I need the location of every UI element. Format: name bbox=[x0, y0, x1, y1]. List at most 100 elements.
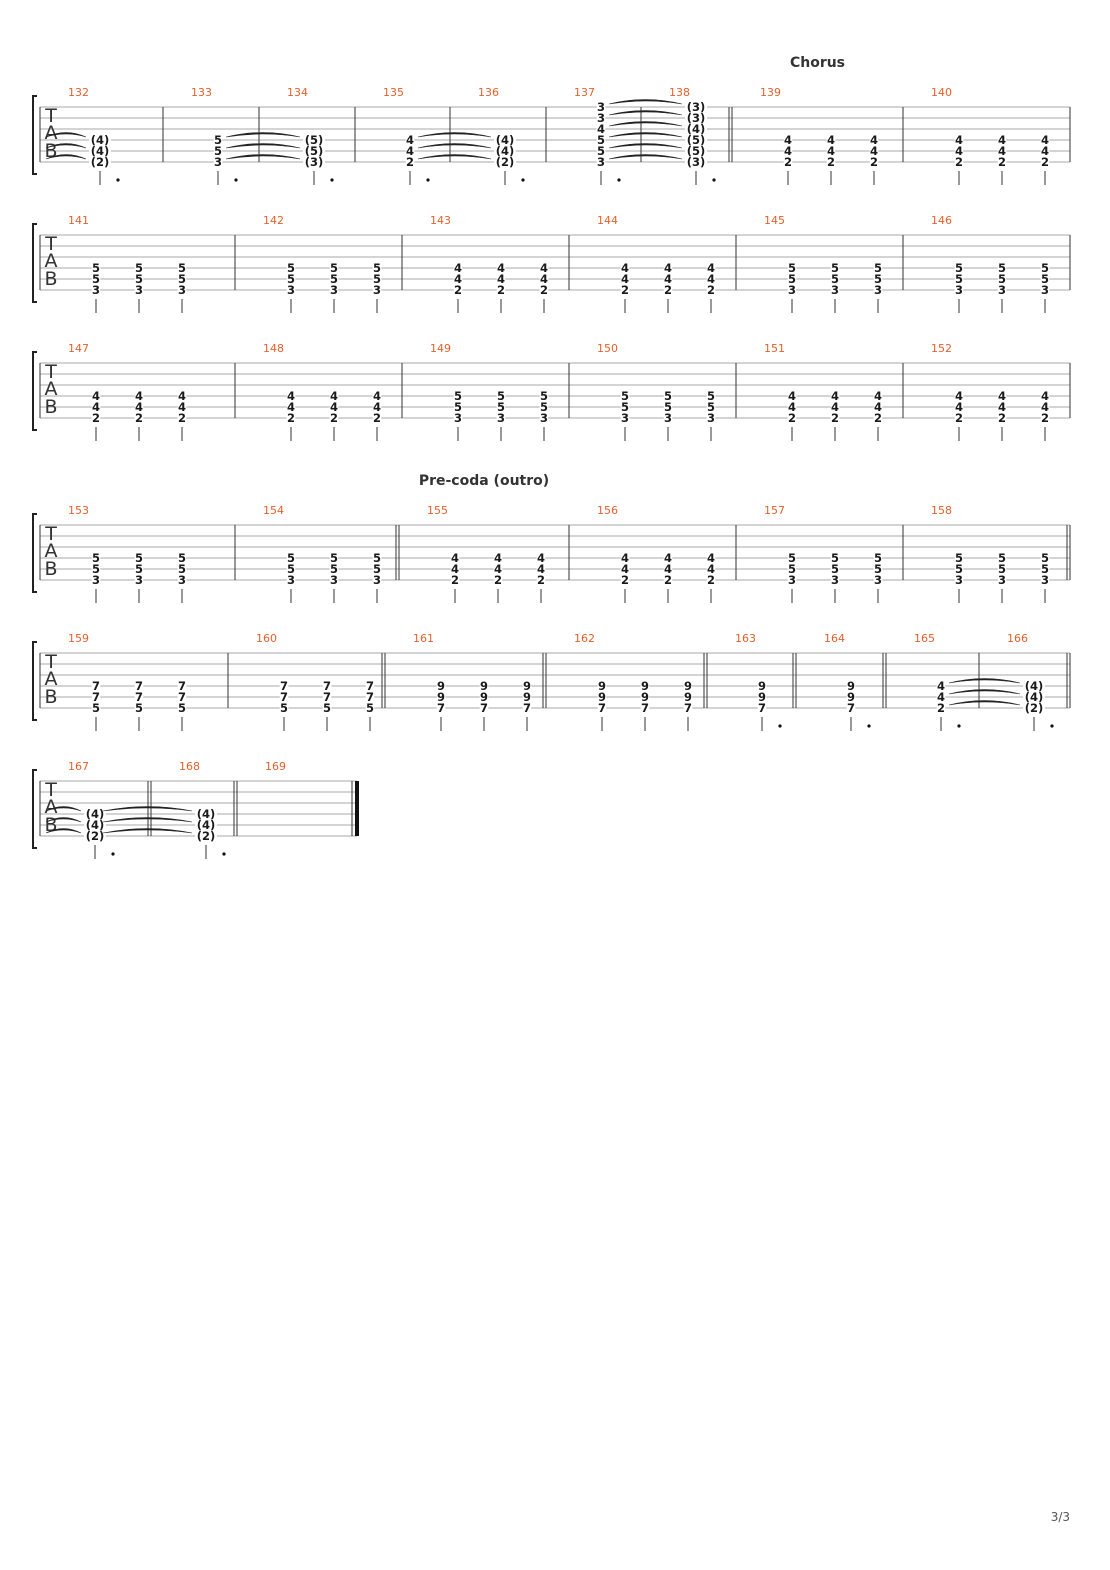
fret-number: 3 bbox=[1041, 283, 1049, 297]
fret-mask bbox=[405, 146, 415, 156]
fret-mask bbox=[826, 135, 836, 145]
fret-number: 4 bbox=[621, 272, 629, 286]
fret-mask bbox=[286, 285, 296, 295]
fret-number: 4 bbox=[451, 562, 459, 576]
fret-number: 4 bbox=[135, 389, 143, 403]
fret-number: 4 bbox=[784, 144, 792, 158]
tab-clef-b: B bbox=[44, 686, 57, 708]
fret-number: 5 bbox=[92, 551, 100, 565]
fret-number: 3 bbox=[597, 100, 605, 114]
fret-number: 3 bbox=[92, 283, 100, 297]
rhythm-dot bbox=[957, 724, 961, 728]
fret-number: 9 bbox=[480, 679, 488, 693]
fret-number: 5 bbox=[874, 551, 882, 565]
fret-mask bbox=[134, 413, 144, 423]
fret-mask bbox=[663, 553, 673, 563]
fret-mask bbox=[91, 285, 101, 295]
fret-mask bbox=[329, 285, 339, 295]
tie-arc bbox=[608, 132, 683, 138]
fret-number: 4 bbox=[874, 389, 882, 403]
rhythm-dot bbox=[234, 178, 238, 182]
fret-mask bbox=[372, 285, 382, 295]
fret-mask bbox=[596, 124, 606, 134]
fret-mask bbox=[936, 681, 946, 691]
fret-mask bbox=[620, 413, 630, 423]
fret-number: 4 bbox=[831, 389, 839, 403]
fret-number: 5 bbox=[1041, 562, 1049, 576]
fret-number: 3 bbox=[92, 573, 100, 587]
fret-mask bbox=[873, 391, 883, 401]
fret-mask bbox=[869, 146, 879, 156]
fret-number: 5 bbox=[330, 272, 338, 286]
measure-number: 139 bbox=[760, 86, 781, 99]
fret-number: 7 bbox=[323, 690, 331, 704]
fret-number: 2 bbox=[870, 155, 878, 169]
fret-number: 2 bbox=[788, 411, 796, 425]
fret-mask bbox=[322, 692, 332, 702]
fret-number: 4 bbox=[178, 400, 186, 414]
tab-clef-a: A bbox=[45, 122, 58, 144]
fret-number: 5 bbox=[998, 261, 1006, 275]
fret-number: 3 bbox=[178, 283, 186, 297]
fret-mask bbox=[620, 263, 630, 273]
tie-arc bbox=[948, 678, 1021, 684]
fret-mask bbox=[372, 413, 382, 423]
fret-number: 4 bbox=[621, 562, 629, 576]
fret-mask bbox=[91, 413, 101, 423]
fret-number: 2 bbox=[621, 573, 629, 587]
fret-number: 3 bbox=[287, 573, 295, 587]
fret-number: (4) bbox=[1025, 679, 1044, 693]
fret-mask bbox=[683, 681, 693, 691]
fret-mask bbox=[522, 681, 532, 691]
fret-mask bbox=[322, 703, 332, 713]
measure: 138(3)(3)(4)(5)(5)(3) bbox=[608, 86, 716, 185]
section-label: Chorus bbox=[790, 55, 845, 71]
fret-mask bbox=[453, 274, 463, 284]
fret-mask bbox=[706, 564, 716, 574]
system-bracket bbox=[32, 223, 37, 303]
fret-number: 4 bbox=[406, 133, 414, 147]
fret-mask bbox=[286, 391, 296, 401]
fret-mask bbox=[787, 413, 797, 423]
fret-mask bbox=[997, 263, 1007, 273]
fret-mask bbox=[1040, 274, 1050, 284]
measure-number: 164 bbox=[824, 632, 845, 645]
fret-number: 4 bbox=[827, 133, 835, 147]
fret-number: 5 bbox=[664, 389, 672, 403]
fret-mask bbox=[479, 703, 489, 713]
tie-arc bbox=[608, 110, 683, 116]
fret-number: 3 bbox=[597, 111, 605, 125]
fret-mask bbox=[685, 124, 707, 134]
fret-mask bbox=[286, 553, 296, 563]
fret-number: 3 bbox=[874, 573, 882, 587]
fret-number: 3 bbox=[998, 573, 1006, 587]
fret-number: 5 bbox=[135, 701, 143, 715]
measure-number: 138 bbox=[669, 86, 690, 99]
fret-number: 5 bbox=[831, 261, 839, 275]
fret-number: 4 bbox=[454, 272, 462, 286]
fret-mask bbox=[494, 146, 516, 156]
fret-number: 4 bbox=[664, 562, 672, 576]
fret-mask bbox=[620, 402, 630, 412]
system-bracket bbox=[32, 95, 37, 175]
fret-mask bbox=[286, 402, 296, 412]
fret-number: 5 bbox=[287, 261, 295, 275]
fret-mask bbox=[303, 135, 325, 145]
fret-number: 4 bbox=[788, 389, 796, 403]
fret-mask bbox=[954, 157, 964, 167]
fret-mask bbox=[663, 564, 673, 574]
fret-number: 4 bbox=[707, 272, 715, 286]
fret-number: 5 bbox=[621, 400, 629, 414]
fret-number: 4 bbox=[937, 679, 945, 693]
fret-mask bbox=[620, 553, 630, 563]
fret-mask bbox=[954, 263, 964, 273]
fret-mask bbox=[536, 553, 546, 563]
fret-mask bbox=[536, 575, 546, 585]
fret-number: 5 bbox=[831, 562, 839, 576]
